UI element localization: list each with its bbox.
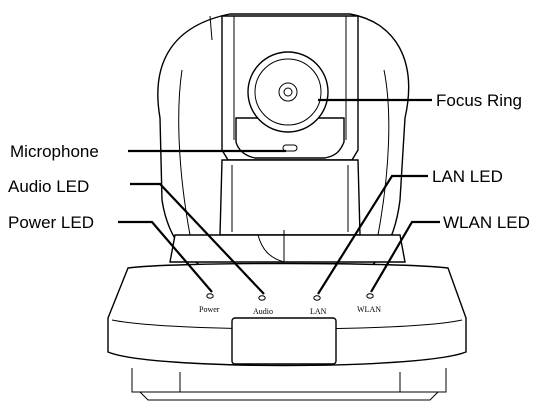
- microphone-slot: [282, 144, 298, 152]
- led-wlan-text: WLAN: [357, 305, 381, 314]
- label-focus-ring: Focus Ring: [436, 91, 522, 110]
- led-wlan: WLAN: [357, 293, 381, 314]
- leader-wlan-led: [370, 220, 440, 293]
- camera-base: [107, 262, 467, 401]
- leader-lan-led: [317, 174, 428, 295]
- led-power: Power: [199, 293, 220, 314]
- leader-audio-led: [130, 182, 265, 295]
- label-lan-led: LAN LED: [432, 167, 503, 186]
- led-audio-text: Audio: [253, 307, 273, 316]
- led-lan: LAN: [310, 295, 327, 316]
- led-lan-text: LAN: [310, 307, 327, 316]
- led-audio: Audio: [253, 295, 273, 316]
- label-audio-led: Audio LED: [8, 177, 89, 196]
- led-power-text: Power: [199, 305, 220, 314]
- label-power-led: Power LED: [8, 213, 94, 232]
- label-microphone: Microphone: [10, 142, 99, 161]
- leader-power-led: [118, 220, 213, 293]
- focus-ring-lens: [247, 51, 329, 133]
- label-wlan-led: WLAN LED: [443, 213, 530, 232]
